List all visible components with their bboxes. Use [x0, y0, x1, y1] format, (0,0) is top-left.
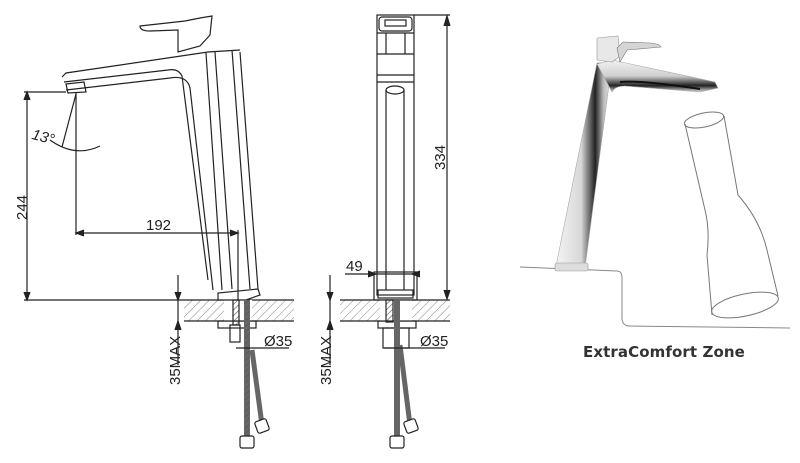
- front-view: [326, 13, 451, 449]
- total-height-dimension-label: 334: [432, 145, 449, 170]
- reach-dimension-label: 192: [146, 217, 171, 234]
- faucet-spout: [596, 59, 719, 93]
- angle-label: 13°: [30, 126, 56, 148]
- faucet-handle: [596, 35, 621, 63]
- height-dimension-label: 244: [14, 195, 31, 220]
- front-hole-diameter-label: Ø35: [420, 333, 448, 350]
- faucet-body-outline: [217, 288, 261, 301]
- body-width-dimension-label: 49: [346, 258, 363, 275]
- front-deck-thickness-label: 35MAX: [318, 336, 335, 385]
- faucet-base: [554, 262, 589, 272]
- extracomfort-illustration: [519, 35, 791, 329]
- side-view: [23, 15, 294, 449]
- side-deck-thickness-label: 35MAX: [167, 336, 184, 385]
- side-hole-diameter-label: Ø35: [264, 333, 292, 350]
- bottle-icon: [683, 111, 779, 319]
- counter-outline: [519, 266, 791, 329]
- illustration-caption: ExtraComfort Zone: [583, 343, 745, 361]
- faucet-body: [555, 61, 613, 269]
